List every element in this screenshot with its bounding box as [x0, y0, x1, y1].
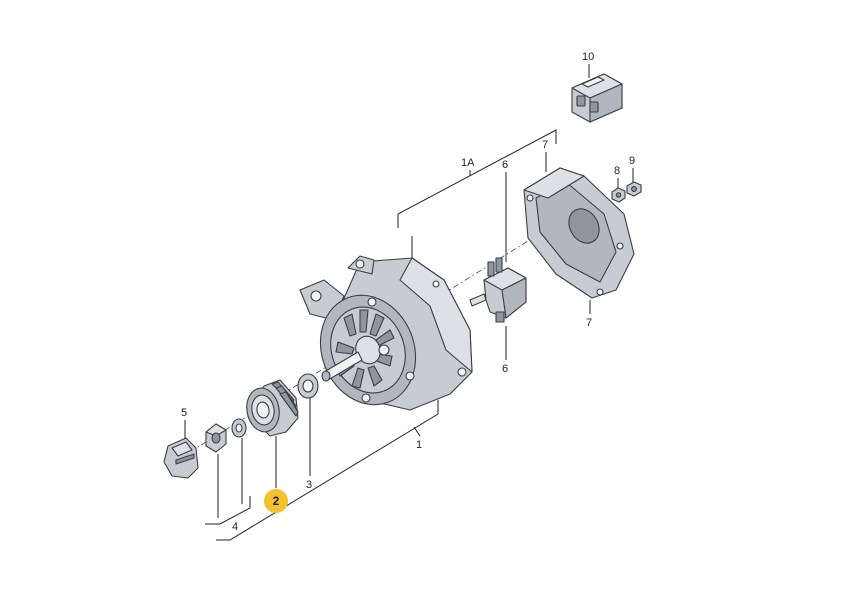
- label-10: 10: [582, 51, 594, 63]
- nut-part[interactable]: [205, 423, 227, 453]
- rear-cover-part[interactable]: [523, 167, 635, 299]
- cap-part[interactable]: [163, 437, 199, 479]
- alternator-part[interactable]: [299, 255, 473, 419]
- regulator-part[interactable]: [469, 257, 527, 323]
- pulley-part[interactable]: [243, 379, 299, 437]
- label-8: 8: [614, 165, 620, 177]
- label-5: 5: [181, 407, 187, 419]
- label-7-bottom: 7: [586, 317, 592, 329]
- label-1A: 1A: [461, 157, 475, 169]
- label-3: 3: [306, 479, 312, 491]
- lock-washer-part[interactable]: [231, 418, 247, 438]
- label-6-top: 6: [502, 159, 508, 171]
- label-9: 9: [629, 155, 635, 167]
- label-2: 2: [273, 494, 280, 508]
- connector-part[interactable]: [571, 73, 623, 123]
- washer-part[interactable]: [297, 373, 319, 399]
- label-4: 4: [232, 521, 238, 533]
- highlight-marker: [264, 489, 288, 513]
- nut-small-part[interactable]: [611, 187, 626, 203]
- label-7-top: 7: [542, 139, 548, 151]
- label-6-bottom: 6: [502, 363, 508, 375]
- label-1: 1: [416, 439, 422, 451]
- nut-small-2-part[interactable]: [626, 181, 642, 197]
